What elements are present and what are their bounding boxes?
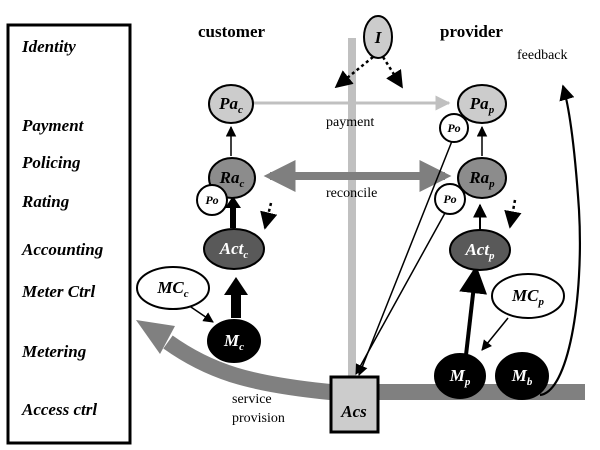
policing-provider-rating-label: Po (443, 192, 456, 206)
metering-border-node: Mb (495, 352, 549, 400)
ra-c-to-act-c-dotted (260, 202, 278, 230)
meter-ctrl-provider-label: MC (511, 286, 539, 305)
rating-provider-node: Rap (457, 157, 507, 199)
access-ctrl-label: Acs (340, 402, 367, 421)
ra-p-to-act-p-dotted (504, 199, 522, 229)
svg-text:Rap: Rap (468, 168, 495, 190)
svg-text:Actc: Actc (219, 239, 249, 261)
feedback-arrow (539, 84, 582, 397)
service-provision-label-line1: service (232, 392, 272, 407)
payment-provider-label: Pa (469, 94, 489, 113)
identity-node-label: I (374, 28, 383, 47)
policing-customer-label: Po (205, 193, 218, 207)
identity-to-provider-arrow (381, 56, 404, 89)
metering-provider-node: Mp (434, 353, 486, 399)
provider-heading: provider (440, 22, 503, 41)
layer-identity: Identity (21, 37, 76, 56)
metering-customer-node: Mc (207, 319, 261, 363)
payment-provider-node: Pap (457, 84, 507, 124)
meter-ctrl-customer-subscript: c (184, 288, 189, 300)
po-payment-to-acs-arrow (357, 140, 453, 376)
mc-p-to-m-p-arrow (481, 317, 509, 351)
svg-text:Pap: Pap (469, 94, 495, 116)
payment-label: payment (326, 115, 374, 130)
metering-customer-subscript: c (239, 341, 244, 353)
accounting-customer-label: Act (219, 239, 245, 258)
reconcile-label: reconcile (326, 186, 377, 201)
identity-node: I (363, 15, 393, 59)
metering-border-subscript: b (527, 376, 533, 388)
policing-customer-node: Po (196, 184, 228, 216)
payment-customer-subscript: c (238, 104, 243, 116)
meter-ctrl-customer-node: MCc (136, 266, 210, 310)
svg-text:MCc: MCc (156, 278, 188, 300)
m-p-to-act-p-arrow (459, 265, 488, 356)
policing-provider-rating-node: Po (434, 183, 466, 215)
accounting-customer-subscript: c (243, 249, 248, 261)
service-provision-arrowhead (136, 320, 175, 354)
svg-text:Mb: Mb (511, 366, 533, 388)
metering-provider-label: M (449, 366, 466, 385)
payment-customer-node: Pac (208, 84, 254, 124)
svg-text:MCp: MCp (511, 286, 544, 308)
layer-legend-box (6, 23, 132, 445)
policing-provider-payment-node: Po (439, 113, 469, 143)
rating-customer-label: Ra (219, 168, 240, 187)
layer-policing: Policing (21, 153, 81, 172)
layer-meter-ctrl: Meter Ctrl (21, 282, 95, 301)
po-rating-to-acs-arrow (355, 212, 446, 375)
meter-ctrl-provider-subscript: p (537, 296, 544, 308)
service-provision-label-line2: provision (232, 411, 285, 426)
metering-provider-subscript: p (464, 376, 471, 388)
svg-text:Rac: Rac (219, 168, 245, 190)
m-c-to-act-c-head (224, 277, 248, 295)
payment-customer-label: Pa (218, 94, 238, 113)
accounting-provider-label: Act (464, 240, 490, 259)
accounting-provider-node: Actp (449, 229, 511, 271)
layer-payment: Payment (21, 116, 85, 135)
svg-text:Mp: Mp (449, 366, 471, 388)
svg-text:Mc: Mc (223, 331, 244, 353)
feedback-label: feedback (517, 48, 568, 63)
layer-metering: Metering (21, 342, 87, 361)
accounting-customer-node: Actc (203, 228, 265, 270)
metering-border-label: M (511, 366, 528, 385)
identity-to-customer-arrow (334, 56, 374, 89)
payment-provider-subscript: p (488, 104, 495, 116)
accounting-provider-subscript: p (488, 250, 495, 262)
layer-rating: Rating (21, 192, 70, 211)
act-c-to-ra-c-head (225, 196, 241, 208)
svg-text:Actp: Actp (464, 240, 495, 262)
svg-text:Pac: Pac (218, 94, 243, 116)
policing-provider-payment-label: Po (447, 121, 460, 135)
metering-customer-label: M (223, 331, 240, 350)
rating-provider-label: Ra (468, 168, 489, 187)
meter-ctrl-customer-label: MC (156, 278, 184, 297)
meter-ctrl-provider-node: MCp (491, 273, 565, 319)
access-ctrl-node: Acs (329, 375, 380, 434)
customer-provider-boundary (348, 38, 356, 380)
rating-provider-subscript: p (488, 178, 495, 190)
layer-accounting: Accounting (21, 240, 104, 259)
rating-customer-subscript: c (239, 178, 244, 190)
layer-access-ctrl: Access ctrl (21, 400, 97, 419)
customer-heading: customer (198, 22, 265, 41)
